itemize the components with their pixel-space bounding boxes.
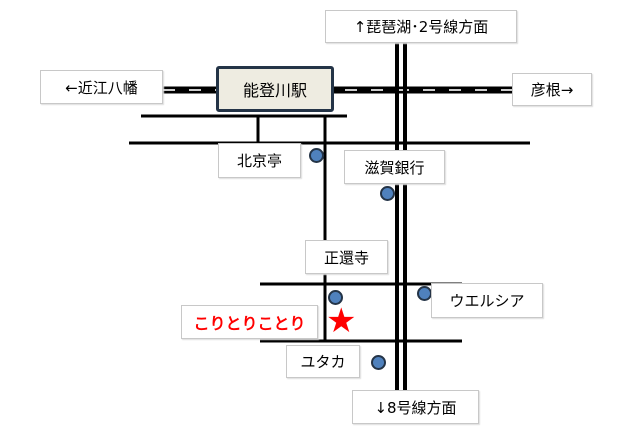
hokkyotei-text: 北京亭	[236, 152, 282, 170]
shiga-bank-marker-icon	[380, 186, 395, 201]
shiga-bank-text: 滋賀銀行	[364, 158, 425, 177]
south-direction-text: ↓8号線方面	[374, 398, 457, 417]
shogenji-marker-icon	[328, 290, 343, 305]
welcia-marker-icon	[417, 286, 432, 301]
west-direction-text: ←近江八幡	[65, 78, 138, 97]
shop-name: こりとりことり	[193, 314, 306, 333]
welcia-text: ウエルシア	[449, 292, 525, 310]
west-direction-label: ←近江八幡	[40, 70, 163, 104]
east-direction-label: 彦根→	[512, 73, 592, 106]
shogenji-label: 正還寺	[305, 240, 388, 274]
station-name: 能登川駅	[242, 81, 307, 100]
east-direction-text: 彦根→	[530, 81, 574, 99]
shogenji-text: 正還寺	[323, 248, 369, 267]
shop-star-icon: ★	[326, 301, 357, 341]
station-box: 能登川駅	[216, 66, 334, 112]
north-direction-text: ↑琵琶湖･2号線方面	[353, 18, 489, 36]
north-direction-label: ↑琵琶湖･2号線方面	[325, 10, 517, 43]
welcia-label: ウエルシア	[431, 283, 543, 318]
yutaka-label: ユタカ	[286, 345, 360, 378]
yutaka-text: ユタカ	[300, 353, 346, 371]
shiga-bank-label: 滋賀銀行	[344, 150, 445, 184]
hokkyotei-label: 北京亭	[218, 143, 301, 178]
hokkyotei-marker-icon	[309, 148, 324, 163]
yutaka-marker-icon	[371, 355, 386, 370]
south-direction-label: ↓8号線方面	[352, 390, 479, 424]
shop-label: こりとりことり	[181, 305, 318, 339]
